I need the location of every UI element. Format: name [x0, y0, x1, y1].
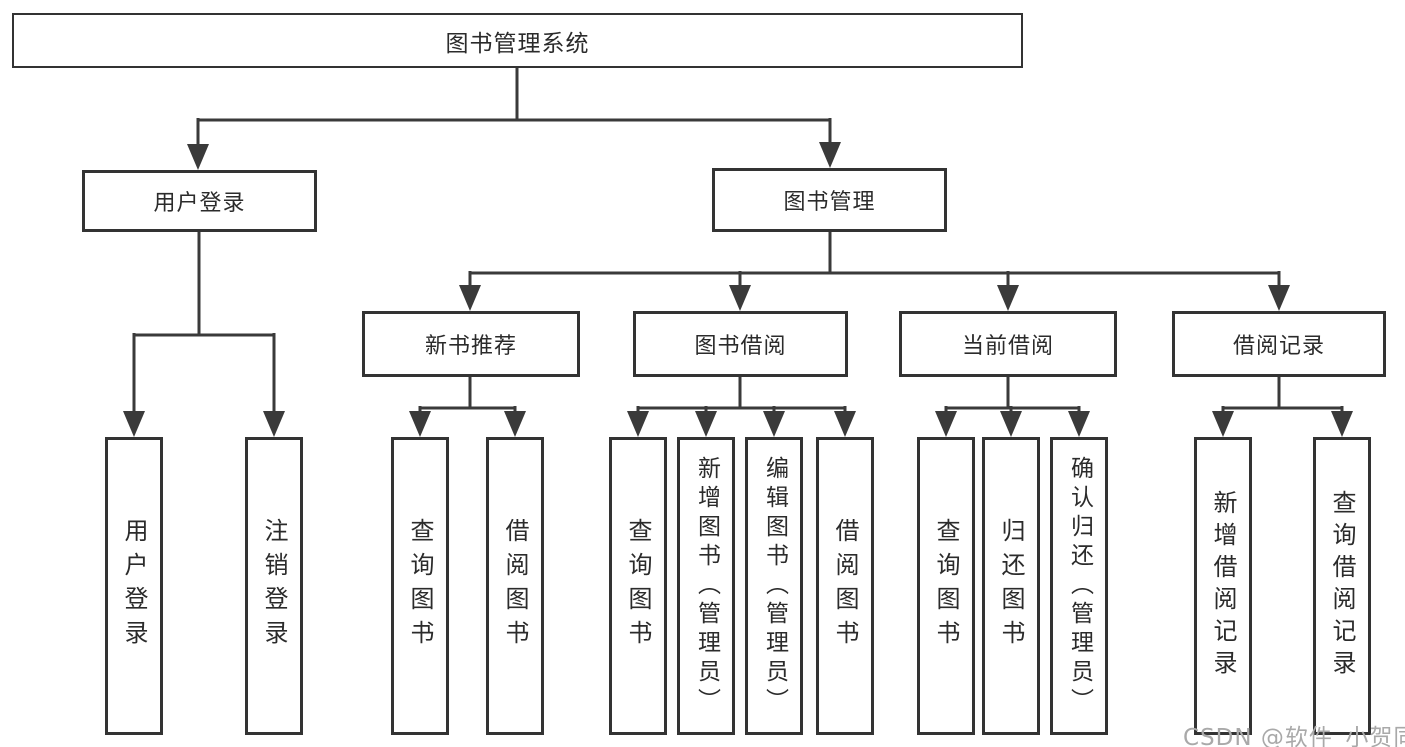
leaf-current-confirm-return-admin-label: 确认归还（管理员）	[1066, 455, 1093, 717]
leaf-borrow-query-book: 查询图书	[609, 437, 667, 735]
node-borrow-records-label: 借阅记录	[1232, 334, 1325, 359]
node-root: 图书管理系统	[12, 13, 1023, 68]
leaf-records-query-record: 查询借阅记录	[1313, 437, 1371, 735]
leaf-current-query-book-label: 查询图书	[932, 518, 960, 654]
leaf-user-login-label: 用户登录	[120, 518, 148, 654]
node-new-book-recommend-label: 新书推荐	[424, 334, 517, 359]
node-borrow-records: 借阅记录	[1172, 311, 1386, 377]
node-current-borrow-label: 当前借阅	[961, 334, 1054, 359]
leaf-user-login: 用户登录	[105, 437, 163, 735]
leaf-recommend-query-book-label: 查询图书	[406, 518, 434, 654]
leaf-current-return-book: 归还图书	[982, 437, 1040, 735]
csdn-watermark: CSDN @软件_小贺同学	[1183, 725, 1405, 747]
node-book-borrow: 图书借阅	[633, 311, 848, 377]
leaf-borrow-query-book-label: 查询图书	[624, 518, 652, 654]
leaf-borrow-edit-book-admin-label: 编辑图书（管理员）	[761, 455, 788, 717]
leaf-logout-label: 注销登录	[260, 518, 288, 654]
leaf-records-add-record: 新增借阅记录	[1194, 437, 1252, 735]
node-book-borrow-label: 图书借阅	[694, 334, 787, 359]
leaf-recommend-borrow-book: 借阅图书	[486, 437, 544, 735]
node-user-login: 用户登录	[82, 170, 317, 232]
leaf-borrow-edit-book-admin: 编辑图书（管理员）	[745, 437, 803, 735]
node-current-borrow: 当前借阅	[899, 311, 1117, 377]
leaf-recommend-borrow-book-label: 借阅图书	[501, 518, 529, 654]
leaf-records-add-record-label: 新增借阅记录	[1209, 490, 1237, 682]
leaf-borrow-add-book-admin: 新增图书（管理员）	[677, 437, 735, 735]
leaf-borrow-borrow-book-label: 借阅图书	[831, 518, 859, 654]
node-book-management: 图书管理	[712, 168, 947, 232]
node-user-login-label: 用户登录	[153, 191, 246, 216]
node-root-label: 图书管理系统	[445, 30, 590, 57]
leaf-current-confirm-return-admin: 确认归还（管理员）	[1050, 437, 1108, 735]
leaf-borrow-borrow-book: 借阅图书	[816, 437, 874, 735]
leaf-records-query-record-label: 查询借阅记录	[1328, 490, 1356, 682]
leaf-current-return-book-label: 归还图书	[997, 518, 1025, 654]
leaf-recommend-query-book: 查询图书	[391, 437, 449, 735]
leaf-logout: 注销登录	[245, 437, 303, 735]
node-new-book-recommend: 新书推荐	[362, 311, 580, 377]
leaf-borrow-add-book-admin-label: 新增图书（管理员）	[693, 455, 720, 717]
leaf-current-query-book: 查询图书	[917, 437, 975, 735]
node-book-management-label: 图书管理	[783, 190, 876, 215]
